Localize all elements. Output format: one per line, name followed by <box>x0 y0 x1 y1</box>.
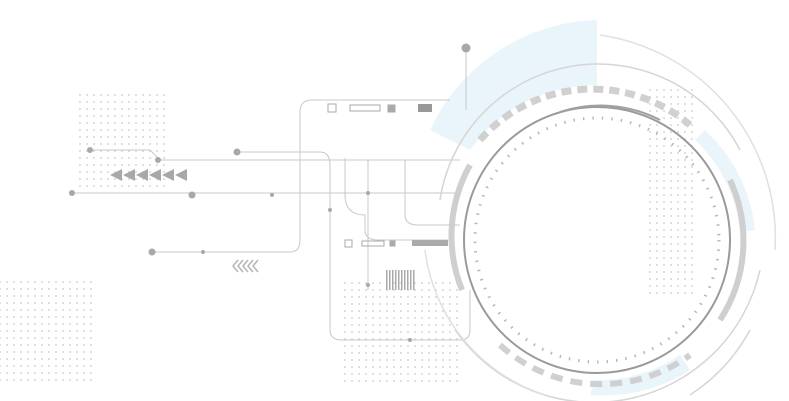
barcode-bar <box>389 270 391 290</box>
outer-arc-4 <box>424 249 546 396</box>
barcode-bar <box>401 270 403 290</box>
outer-arc-3 <box>599 34 777 251</box>
arc-left-thick <box>448 163 473 292</box>
inner-ring <box>463 106 731 374</box>
dot-grid-top-left <box>79 94 165 187</box>
barcode-bar <box>386 270 388 290</box>
barcode-bar <box>395 270 397 290</box>
blue-arc-segments <box>430 20 755 396</box>
barcode-bar <box>404 270 406 290</box>
barcode-bar <box>410 270 412 290</box>
barcode-bar <box>392 270 394 290</box>
circle-rings <box>424 34 777 401</box>
outer-arc-5 <box>689 329 751 396</box>
arc-dark-top <box>559 104 661 121</box>
circuit-lines <box>72 48 471 341</box>
dot-grids <box>0 89 693 382</box>
barcode-bar <box>413 270 415 290</box>
blue-arc-bottom <box>590 355 690 396</box>
arc-bottom-dash <box>497 342 692 388</box>
barcode-bar <box>407 270 409 290</box>
dot-grid-bottom-left <box>0 281 92 381</box>
arc-top-dash <box>477 85 693 143</box>
barcode-bar <box>398 270 400 290</box>
arc-right-thick <box>717 178 747 322</box>
chip-blocks <box>327 103 448 248</box>
outer-arc-1 <box>439 63 741 201</box>
blue-arc-right <box>695 130 755 232</box>
blue-arc-top <box>430 20 597 150</box>
chevron-arrows <box>232 259 259 273</box>
dotted-ring <box>473 116 721 364</box>
barcode-block <box>386 270 415 290</box>
left-arrow-row <box>110 169 187 181</box>
circuit-nodes <box>69 43 471 342</box>
dot-grid-center-bottom <box>344 282 458 382</box>
